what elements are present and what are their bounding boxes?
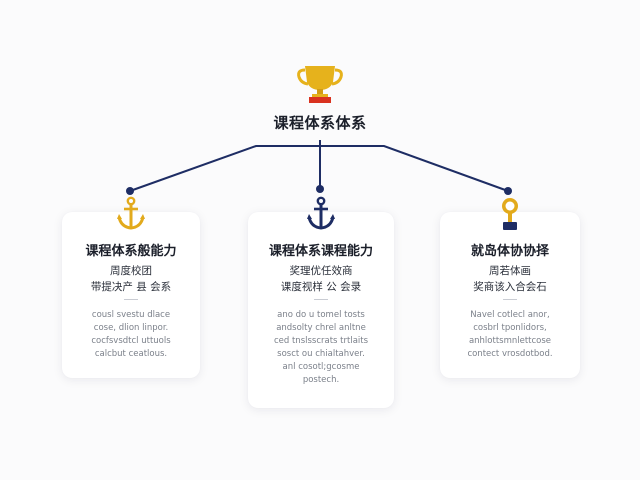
diagram-title: 课程体系体系 [273,114,367,132]
node-dot-center [316,185,324,193]
description-line: anhlottsmnlettcose [468,336,552,346]
connector-left [129,145,320,192]
description-line: cocfsvsdtcl uttuols [91,336,171,346]
description-line: postech. [302,375,340,385]
divider [314,299,328,300]
card-description: cousl svestu dlace cose, dlion linpor. c… [62,309,200,361]
card-description: ano do u tomel tosts andsolty chrel anlt… [248,309,394,387]
node-dot-left [126,187,134,195]
description-line: anl cosotl;gcosme [282,362,360,372]
node-dot-right [504,187,512,195]
anchor-icon [307,196,335,230]
card-subtitle-line-1: 周若体画 [489,265,531,277]
card-title: 课程体系般能力 [85,244,177,259]
card-title: 就岛体协协择 [470,244,549,259]
description-line: cosbrl tponlidors, [473,323,547,333]
description-line: calcbut ceatlous. [94,349,168,359]
description-line: andsolty chrel anltne [276,323,366,333]
connector-right [320,145,509,192]
card-description: Navel cotlecl anor, cosbrl tponlidors, a… [440,309,580,361]
description-line: ano do u tomel tosts [277,310,365,320]
card-subtitle-line-2: 奖商该入合会石 [473,281,547,293]
description-line: cose, dlion linpor. [93,323,169,333]
description-line: ced tnslsscrats trtlaits [273,336,369,346]
divider [503,299,517,300]
award-icon [502,198,518,230]
card-2: 课程体系课程能力 奖理优任效商 课度视样 公 会录 ano do u tomel… [248,196,394,408]
description-line: sosct ou chialtahver. [277,349,365,359]
card-subtitle-line-2: 带提决产 县 会系 [90,281,172,293]
card-1: 课程体系般能力 周度校团 带提决产 县 会系 cousl svestu dlac… [62,196,200,378]
divider [124,299,138,300]
card-title: 课程体系课程能力 [268,244,373,259]
card-subtitle-line-1: 奖理优任效商 [289,265,353,277]
description-line: cousl svestu dlace [91,310,171,320]
description-line: Navel cotlecl anor, [470,310,550,320]
anchor-icon [117,196,145,230]
trophy-icon [297,66,343,103]
card-3: 就岛体协协择 周若体画 奖商该入合会石 Navel cotlecl anor, … [440,198,580,378]
description-line: contect vrosdotbod. [467,349,553,359]
card-subtitle-line-2: 课度视样 公 会录 [280,281,362,293]
card-subtitle-line-1: 周度校团 [110,265,152,277]
